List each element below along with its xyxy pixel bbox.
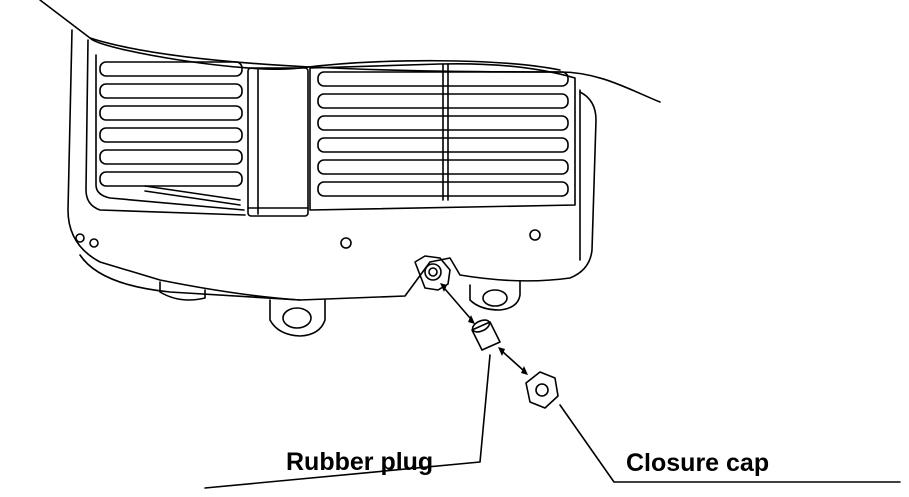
arrow-plug-cap: [502, 351, 524, 371]
left-grille: [99, 61, 243, 206]
rubber-plug-label: Rubber plug: [286, 448, 433, 476]
housing-outline: [67, 29, 597, 301]
left-panel-edge: [85, 39, 246, 216]
arrow-port-plug: [444, 288, 471, 319]
drain-port: [414, 255, 451, 291]
right-grille: [317, 63, 569, 201]
closure-cap-label: Closure cap: [626, 449, 769, 477]
side-hole-2: [89, 238, 99, 248]
screw-hole-left: [340, 237, 352, 249]
left-panel-inner: [95, 54, 245, 211]
leader-rubber-plug: [204, 354, 491, 489]
caster-wheel-right: [469, 281, 521, 311]
bottom-edge-line: [79, 254, 301, 301]
rubber-plug: [471, 319, 501, 351]
appliance-housing: [39, 0, 901, 489]
leader-closure-cap: [559, 404, 901, 483]
closure-cap: [525, 371, 559, 409]
center-recess: [247, 67, 309, 217]
screw-hole-right: [529, 229, 541, 241]
caster-wheel-left: [159, 281, 326, 337]
right-panel-frame: [309, 62, 576, 211]
side-hole-1: [75, 233, 85, 243]
